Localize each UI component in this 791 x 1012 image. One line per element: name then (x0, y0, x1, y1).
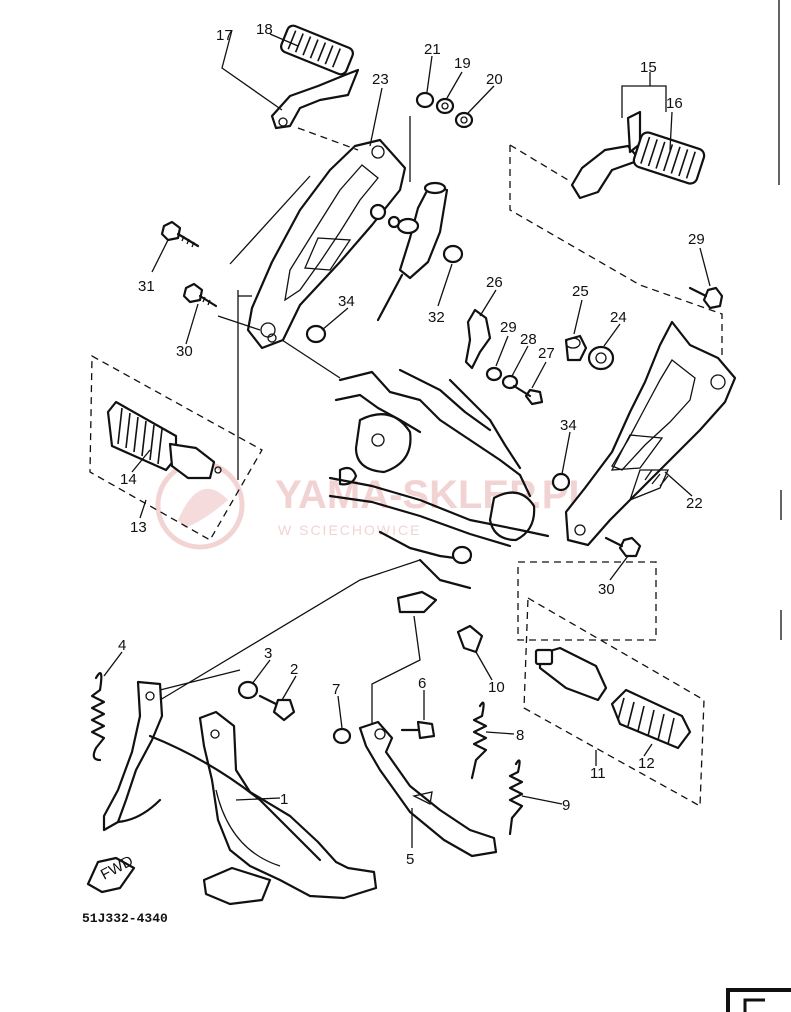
callout-16: 16 (666, 95, 683, 112)
callout-22: 22 (686, 495, 703, 512)
watermark: YAMA-SKLEP.PL W SCIECHOWICE (155, 460, 593, 550)
left-rear-footrest-assembly (270, 24, 360, 130)
callout-23: 23 (372, 71, 389, 88)
callout-25: 25 (572, 283, 589, 300)
brake-master-cylinder (369, 181, 449, 322)
frame-section (328, 368, 550, 614)
group-13-outline (89, 354, 263, 541)
right-front-footrest-assembly (534, 646, 692, 750)
washers-19-21 (415, 91, 474, 129)
right-bracket-ribs (644, 469, 669, 487)
callout-9: 9 (562, 797, 570, 814)
bolt-30-lower (604, 536, 642, 558)
plate-26 (464, 308, 492, 370)
left-footrest-bracket (246, 138, 407, 350)
callout-28: 28 (520, 331, 537, 348)
callout-15: 15 (640, 59, 657, 76)
footrest-14-ribs (117, 407, 163, 465)
main-stand (102, 680, 378, 906)
group-15-link (509, 145, 723, 360)
callout-27: 27 (538, 345, 555, 362)
group-outlines (89, 144, 723, 808)
bolt-31 (182, 282, 218, 308)
group-11-outline (523, 596, 705, 808)
bracket-10 (456, 624, 484, 654)
group-15-dash (509, 144, 569, 181)
callout-30-upper: 29 (688, 231, 705, 248)
right-footrest-bracket (564, 320, 737, 547)
footrest-12-ribs (617, 697, 675, 745)
callout-5: 5 (406, 851, 414, 868)
callout-2: 2 (290, 661, 298, 678)
right-rear-footrest-assembly (570, 110, 706, 200)
spring-4 (90, 672, 106, 762)
watermark-title: YAMA-SKLEP.PL (275, 473, 593, 517)
callout-21: 21 (424, 41, 441, 58)
watermark-subtitle: W SCIECHOWICE (278, 522, 421, 538)
spring-9 (508, 759, 524, 836)
fasteners-27-29 (485, 366, 544, 406)
page-corner-mark (726, 988, 791, 1012)
sheet-border (726, 0, 791, 1012)
nut-34-left (305, 324, 327, 344)
callout-29: 29 (500, 319, 517, 336)
callout-34-right: 34 (560, 417, 577, 434)
drawing-code: 51J332-4340 (82, 911, 168, 926)
bolt-6 (400, 720, 436, 740)
callout-6: 6 (418, 675, 426, 692)
nut-7 (332, 727, 352, 745)
callout-14: 14 (120, 471, 137, 488)
collar-25 (564, 334, 588, 362)
callout-20: 20 (486, 71, 503, 88)
group-11-outer (517, 561, 657, 641)
bolt-2 (258, 694, 296, 722)
callout-10: 10 (488, 679, 505, 696)
watermark-logo-mark (178, 488, 228, 528)
callout-31: 30 (176, 343, 193, 360)
bushing-24 (587, 345, 615, 371)
bolt-30-upper (688, 286, 724, 310)
callout-12: 12 (638, 755, 655, 772)
bolt-32 (160, 220, 200, 248)
callout-8: 8 (516, 727, 524, 744)
callout-32: 31 (138, 278, 155, 295)
leader-lines (103, 29, 711, 848)
callout-3: 3 (264, 645, 272, 662)
nut-34-right (551, 472, 571, 492)
callout-19: 19 (454, 55, 471, 72)
callout-1: 1 (280, 791, 288, 808)
side-stand (358, 720, 498, 858)
washer-3 (237, 680, 259, 700)
left-front-footrest-assembly (106, 400, 222, 480)
callout-30-lower: 30 (598, 581, 615, 598)
spring-8 (470, 701, 488, 780)
callout-34-left: 34 (338, 293, 355, 310)
callout-labels: 17 18 23 21 19 20 31 30 34 32 26 29 28 2… (118, 21, 705, 868)
callout-33: 32 (428, 309, 445, 326)
callout-18: 18 (256, 21, 273, 38)
callout-13: 13 (130, 519, 147, 536)
callout-26: 26 (486, 274, 503, 291)
callout-17: 17 (216, 27, 233, 44)
callout-4: 4 (118, 637, 126, 654)
callout-11: 11 (590, 765, 606, 782)
nut-33 (442, 244, 464, 264)
callout-7: 7 (332, 681, 340, 698)
callout-24: 24 (610, 309, 627, 326)
fwd-arrow: FWD (86, 852, 136, 894)
